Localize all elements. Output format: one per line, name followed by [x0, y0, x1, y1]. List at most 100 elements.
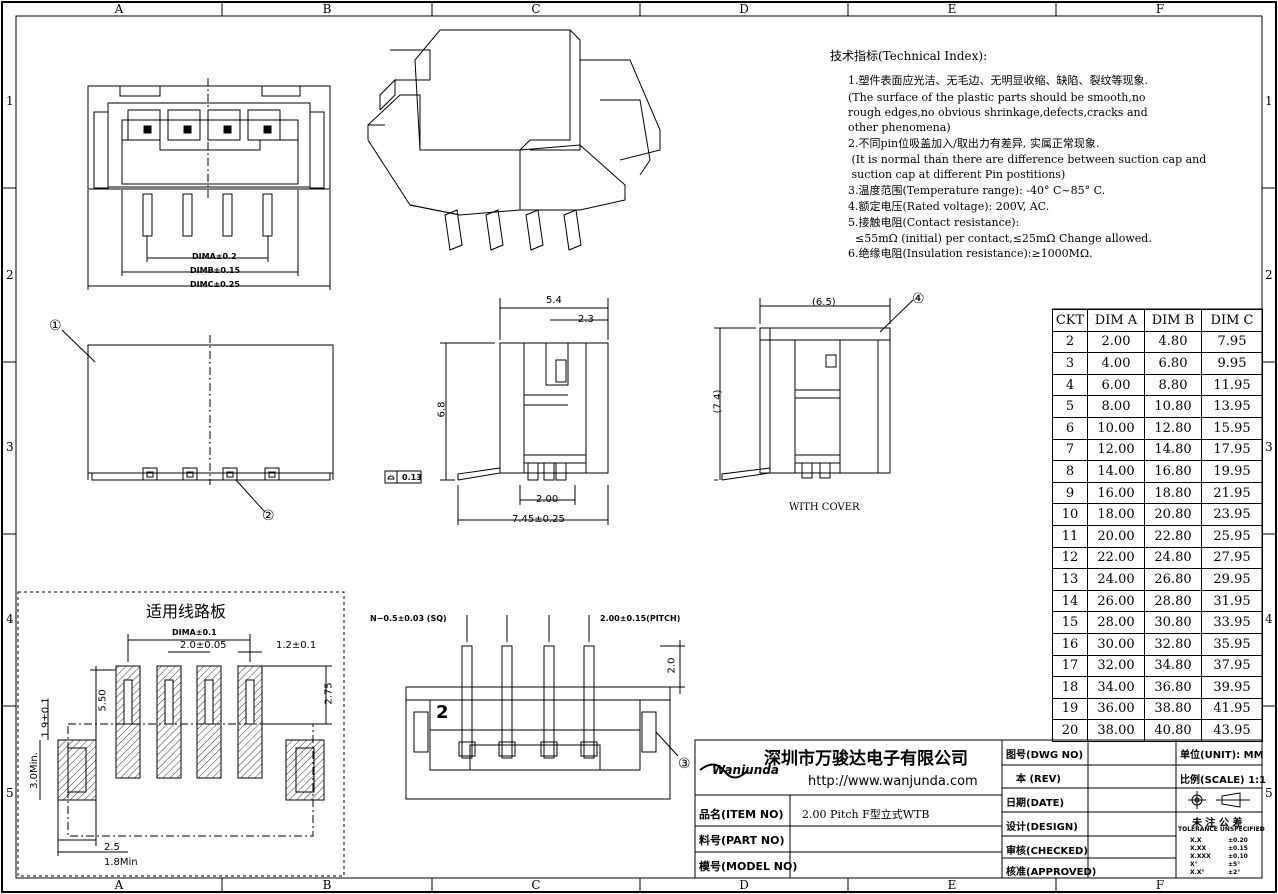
tech-line: 6.绝缘电阻(Insulation resistance):≥1000MΩ. [848, 247, 1093, 260]
table-cell: 25.95 [1201, 524, 1263, 548]
tol-row-value: ±0.10 [1228, 853, 1248, 860]
pcb-3-0: 3.0Min. [28, 752, 40, 789]
tol-row-key: X.XXX [1190, 853, 1211, 860]
dim-2-00: 2.00 [536, 494, 559, 505]
table-cell: 17 [1052, 654, 1088, 678]
table-cell: 11.95 [1201, 373, 1263, 397]
zone-label-right-2: 2 [1265, 268, 1273, 282]
pitch-label: 2.00±0.15(PITCH) [600, 614, 681, 623]
table-cell: 16.80 [1144, 460, 1202, 483]
tech-line: 4.额定电压(Rated voltage): 200V, AC. [848, 200, 1050, 213]
side-view [384, 298, 609, 525]
zone-label-left-1: 1 [6, 94, 14, 108]
date-label: 日期(DATE) [1006, 798, 1065, 809]
tol-row-key: X.XX [1190, 845, 1207, 852]
item-no-label: 品名(ITEM NO) [699, 808, 784, 821]
zone-label-bottom-a: A [114, 878, 124, 892]
front-view [87, 78, 331, 290]
zone-label-right-4: 4 [1265, 612, 1273, 626]
col-header: CKT [1052, 309, 1088, 332]
isometric-view [367, 29, 661, 251]
table-cell: 6.80 [1144, 352, 1202, 375]
approved-label: 核准(APPROVED) [1006, 867, 1097, 878]
table-cell: 17.95 [1201, 438, 1263, 462]
tol-row-key: X° [1190, 861, 1198, 868]
cover-view [714, 298, 914, 481]
table-cell: 20.00 [1087, 524, 1145, 548]
col-header: DIM A [1087, 309, 1145, 332]
dim-2-3: 2.3 [578, 314, 594, 325]
flatness-value: 0.13 [402, 473, 422, 482]
table-header-row: CKT DIM A DIM B DIM C [1052, 309, 1263, 332]
zone-label-top-c: C [531, 2, 541, 16]
pcb-1-9: 1.9±0.1 [40, 697, 52, 738]
table-cell: 18 [1052, 676, 1088, 699]
table-cell: 41.95 [1201, 697, 1263, 721]
with-cover-label: WITH COVER [789, 502, 860, 513]
table-cell: 28.80 [1144, 589, 1202, 613]
table-cell: 40.80 [1144, 719, 1202, 742]
zone-label-top-b: B [322, 2, 332, 16]
table-cell: 16.00 [1087, 481, 1145, 505]
tech-line: 1.塑件表面应光洁、无毛边、无明显收缩、缺陷、裂纹等现象. [848, 74, 1148, 87]
balloon-1: ① [49, 318, 62, 334]
zone-label-right-1: 1 [1265, 94, 1273, 108]
table-cell: 27.95 [1201, 546, 1263, 570]
pcb-5-50: 5.50 [97, 689, 109, 712]
dim-6-8: 6.8 [436, 401, 448, 418]
pcb-2-5: 2.5 [104, 842, 120, 853]
dwg-no-label: 图号(DWG NO) [1006, 750, 1084, 761]
zone-label-left-4: 4 [6, 612, 14, 626]
table-cell: 18.80 [1144, 481, 1202, 505]
table-cell: 10 [1052, 503, 1088, 526]
table-cell: 35.95 [1201, 632, 1263, 656]
cavity-number: 2 [436, 702, 449, 723]
table-cell: 13.95 [1201, 395, 1263, 418]
table-cell: 8.80 [1144, 373, 1202, 397]
table-cell: 10.00 [1087, 416, 1145, 440]
tol-row-key: X.X [1190, 837, 1202, 844]
dim-c-label: DIMC±0.25 [190, 280, 240, 289]
rev-label: 本 (REV) [1016, 774, 1061, 785]
table-cell: 7.95 [1201, 330, 1263, 354]
table-cell: 30.80 [1144, 611, 1202, 634]
zone-label-top-f: F [1155, 2, 1165, 16]
table-cell: 10.80 [1144, 395, 1202, 418]
table-cell: 4 [1052, 373, 1088, 397]
dim-7-4: (7.4) [712, 389, 724, 414]
table-cell: 3 [1052, 352, 1088, 375]
zone-label-bottom-e: E [947, 878, 957, 892]
table-cell: 13 [1052, 568, 1088, 591]
table-cell: 19.95 [1201, 460, 1263, 483]
tech-line: suction cap at different Pin postitions) [848, 168, 1066, 181]
scale-label: 比例(SCALE) 1:1 [1180, 775, 1267, 786]
table-cell: 29.95 [1201, 568, 1263, 591]
table-cell: 32.00 [1087, 654, 1145, 678]
table-cell: 14.80 [1144, 438, 1202, 462]
table-cell: 24.00 [1087, 568, 1145, 591]
table-cell: 26.80 [1144, 568, 1202, 591]
tech-title: 技术指标(Technical Index): [830, 49, 988, 63]
tech-line: ≤55mΩ (initial) per contact,≤25mΩ Change… [848, 232, 1152, 245]
table-cell: 15.95 [1201, 416, 1263, 440]
zone-label-right-3: 3 [1265, 440, 1273, 454]
tol-row-value: ±0.15 [1228, 845, 1248, 852]
model-no-label: 模号(MODEL NO) [699, 860, 798, 873]
pcb-pad-width: 1.2±0.1 [276, 640, 317, 651]
tech-line: rough edges,no obvious shrinkage,defects… [848, 106, 1148, 119]
table-cell: 15 [1052, 611, 1088, 634]
table-cell: 32.80 [1144, 632, 1202, 656]
zone-label-left-5: 5 [6, 786, 14, 800]
zone-label-bottom-f: F [1155, 878, 1165, 892]
